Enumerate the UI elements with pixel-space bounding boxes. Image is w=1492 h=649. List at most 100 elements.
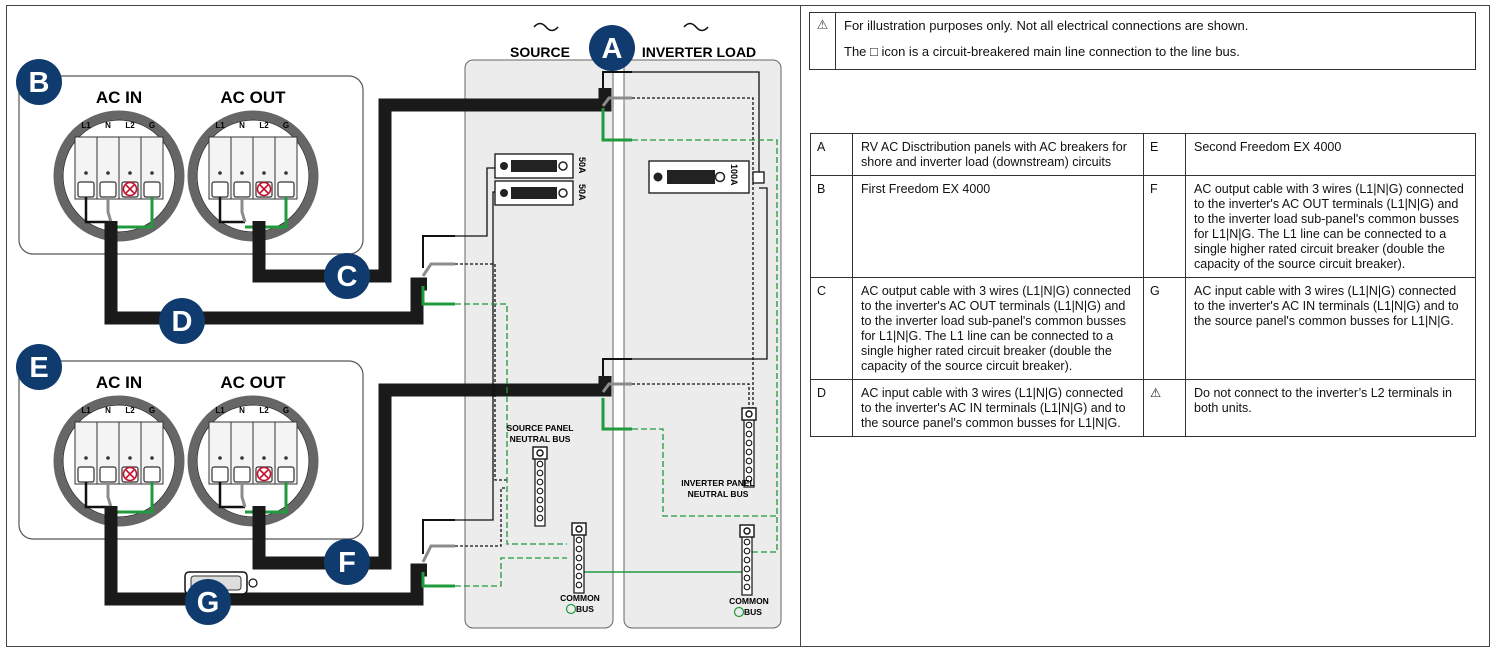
l1-to-breaker-1 xyxy=(455,167,499,237)
legend-description: First Freedom EX 4000 xyxy=(852,175,1144,278)
callout-label: C xyxy=(337,261,358,293)
terminal-label: G xyxy=(283,121,289,130)
legend-description: Do not connect to the inverter’s L2 term… xyxy=(1185,379,1476,437)
page-frame xyxy=(6,5,1490,647)
wire-a-n xyxy=(601,96,632,107)
terminal-label: N xyxy=(105,121,111,130)
terminal-label: L1 xyxy=(215,121,225,130)
terminal-label: L2 xyxy=(125,121,135,130)
note-box: ⚠ For illustration purposes only. Not al… xyxy=(809,12,1476,70)
inverter-load-label: INVERTER LOAD xyxy=(642,44,756,60)
terminal-label: G xyxy=(149,406,155,415)
source-ac-symbol xyxy=(533,22,559,32)
legend-key: C xyxy=(810,277,853,380)
source-common-bus xyxy=(571,522,587,594)
column-divider xyxy=(800,5,801,647)
wire-g-l1 xyxy=(422,519,455,554)
terminal-label: L1 xyxy=(215,406,225,415)
terminal-label: L2 xyxy=(125,406,135,415)
legend-key: D xyxy=(810,379,853,437)
busbars xyxy=(532,407,757,596)
unit2-ac-out-label: AC OUT xyxy=(220,373,286,392)
breaker-100a-label: 100A xyxy=(729,164,739,186)
terminal-label: N xyxy=(105,406,111,415)
cable-d xyxy=(104,221,427,325)
inverter-neutral-bus xyxy=(741,407,757,488)
callout-d: D xyxy=(159,298,205,344)
wire-g-g xyxy=(421,572,455,588)
ground-dashed-2 xyxy=(455,557,567,587)
unit2-ac-in-terminal-block: L1 N L2 G xyxy=(53,395,185,527)
source-neutral-bus-label-1: SOURCE PANEL xyxy=(507,423,574,433)
cable-g xyxy=(104,506,427,606)
ground-dashed-1 xyxy=(455,303,567,545)
source-neutral-bus-label-2: NEUTRAL BUS xyxy=(510,434,571,444)
callout-label: D xyxy=(172,306,193,338)
terminal-label: L2 xyxy=(259,406,269,415)
unit2-ac-in-label: AC IN xyxy=(96,373,142,392)
callout-a: A xyxy=(589,25,635,71)
terminal-label: L1 xyxy=(81,121,91,130)
terminal-label: G xyxy=(149,121,155,130)
legend-key: G xyxy=(1143,277,1186,380)
wire-g-n xyxy=(421,544,455,563)
wire-c-n xyxy=(421,262,455,277)
legend-description: AC input cable with 3 wires (L1|N|G) con… xyxy=(1185,277,1476,380)
legend-description: AC output cable with 3 wires (L1|N|G) co… xyxy=(852,277,1144,380)
legend-description: AC input cable with 3 wires (L1|N|G) con… xyxy=(852,379,1144,437)
source-common-bus-label-1: COMMON xyxy=(560,593,600,603)
callout-c: C xyxy=(324,253,370,299)
wire-f-l1 xyxy=(602,358,632,376)
source-label: SOURCE xyxy=(510,44,570,60)
wiring-diagram: SOURCE INVERTER LOAD AC IN AC OUT AC IN … xyxy=(16,22,782,629)
wire-f-n xyxy=(601,382,632,393)
warning-icon: ⚠ xyxy=(810,13,836,69)
neutral-dotted-3 xyxy=(632,97,754,409)
unit1-ac-out-terminal-block: L1 N L2 G xyxy=(187,110,319,242)
terminal-label: L2 xyxy=(259,121,269,130)
legend-key: F xyxy=(1143,175,1186,278)
legend-key: B xyxy=(810,175,853,278)
inverter-ac-symbol xyxy=(683,22,709,32)
neutral-dotted-1 xyxy=(455,263,507,481)
breaker-100a: 100A xyxy=(648,160,765,194)
terminal-label: N xyxy=(239,121,245,130)
unit1-ac-out-label: AC OUT xyxy=(220,88,286,107)
inverter-neutral-bus-label-1: INVERTER PANEL xyxy=(681,478,755,488)
callout-label: G xyxy=(197,587,220,619)
inverter-common-bus-label-2: BUS xyxy=(744,607,762,617)
breaker-50a-2-label: 50A xyxy=(577,184,587,201)
callout-g: G xyxy=(185,579,231,625)
inverter-load-panel xyxy=(623,59,782,629)
unit1-ac-in-terminal-block: L1 N L2 G xyxy=(53,110,185,242)
legend-key: A xyxy=(810,133,853,176)
terminal-label: L1 xyxy=(81,406,91,415)
callout-f: F xyxy=(324,539,370,585)
breaker-50a-2: 50A xyxy=(494,180,587,206)
inv-l1-link-2 xyxy=(632,187,768,360)
inverter-ground-icon xyxy=(733,606,745,618)
callout-label: F xyxy=(338,547,356,579)
note-line-1: For illustration purposes only. Not all … xyxy=(844,18,1249,33)
wire-a-l1 xyxy=(602,71,632,88)
legend-description: Second Freedom EX 4000 xyxy=(1185,133,1476,176)
callout-label: B xyxy=(29,67,50,99)
source-ground-icon xyxy=(565,603,577,615)
callout-e: E xyxy=(16,344,62,390)
callouts: A B C D E F G xyxy=(16,25,635,625)
unit1-ac-in-label: AC IN xyxy=(96,88,142,107)
legend-key: E xyxy=(1143,133,1186,176)
wire-c-l1 xyxy=(422,235,455,268)
inverter-neutral-bus-label-2: NEUTRAL BUS xyxy=(688,489,749,499)
breaker-50a-1-label: 50A xyxy=(577,157,587,174)
inverter-common-bus-label-1: COMMON xyxy=(729,596,769,606)
terminal-label: N xyxy=(239,406,245,415)
note-line-2: The □ icon is a circuit-breakered main l… xyxy=(844,44,1240,59)
ground-dashed-4 xyxy=(632,428,777,517)
callout-b: B xyxy=(16,59,62,105)
